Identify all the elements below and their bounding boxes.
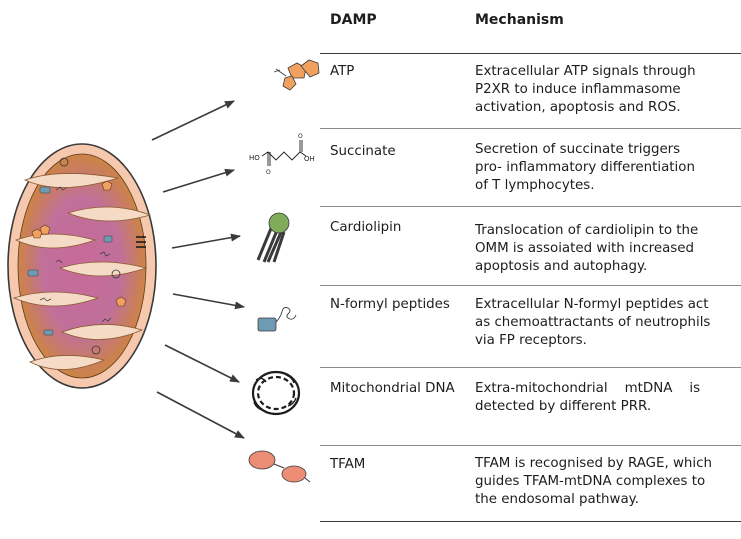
damp-atp: ATP xyxy=(330,64,355,79)
arrow-mtdna xyxy=(164,344,240,383)
mechanism-cardiolipin: Translocation of cardiolipin to the OMM … xyxy=(475,223,699,274)
svg-text:O: O xyxy=(298,133,303,140)
mtdna-icon xyxy=(251,370,301,416)
header-rule xyxy=(320,53,741,54)
mechanism-succinate: Secretion of succinate triggers pro- inf… xyxy=(475,142,695,193)
mechanism-column-header: Mechanism xyxy=(475,12,564,28)
mitochondrion-icon xyxy=(7,143,157,389)
arrow-nformyl xyxy=(172,293,245,310)
table-bottom-rule xyxy=(320,521,741,522)
row-divider xyxy=(320,367,741,368)
mechanism-atp: Extracellular ATP signals through P2XR t… xyxy=(475,64,696,115)
cardiolipin-icon xyxy=(256,212,290,263)
arrow-atp xyxy=(151,100,235,141)
tfam-icon xyxy=(248,450,311,483)
arrow-cardiolipin xyxy=(171,233,241,249)
damp-succinate: Succinate xyxy=(330,144,396,159)
arrow-tfam xyxy=(156,391,245,439)
row-divider xyxy=(320,285,741,286)
row-divider xyxy=(320,206,741,207)
succinate-oh-label: OH xyxy=(304,155,315,163)
damp-n-formyl-peptides: N-formyl peptides xyxy=(330,297,450,312)
damp-mitochondrial-dna: Mitochondrial DNA xyxy=(330,381,455,396)
row-divider xyxy=(320,445,741,446)
damp-cardiolipin: Cardiolipin xyxy=(330,220,402,235)
damp-tfam: TFAM xyxy=(330,457,366,472)
mechanism-n-formyl-peptides: Extracellular N-formyl peptides act as c… xyxy=(475,297,711,348)
atp-molecule-icon xyxy=(273,59,320,91)
succinate-ho-label: HO xyxy=(249,154,260,162)
mechanism-mitochondrial-dna: Extra-mitochondrial mtDNA is detected by… xyxy=(475,381,701,414)
succinate-structure-icon: HO OH O O xyxy=(249,133,315,176)
mechanism-tfam: TFAM is recognised by RAGE, which guides… xyxy=(475,456,712,507)
svg-text:O: O xyxy=(266,169,271,176)
arrow-succinate xyxy=(162,168,235,193)
damp-column-header: DAMP xyxy=(330,12,377,28)
row-divider xyxy=(320,128,741,129)
n-formyl-peptide-icon xyxy=(257,307,297,332)
